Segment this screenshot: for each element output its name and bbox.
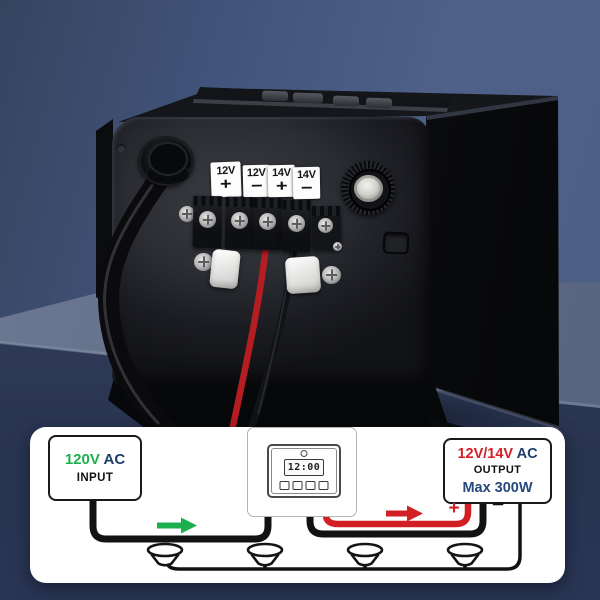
diagram-layer	[89, 493, 522, 571]
service-cutout	[382, 231, 410, 255]
clamp-screw	[194, 253, 213, 271]
input-box: 120V AC INPUT	[48, 435, 142, 501]
timer-button	[305, 481, 316, 490]
terminal-polarity-text: +	[220, 175, 233, 194]
input-voltage: 120V	[64, 450, 100, 468]
output-title: 12V/14V AC	[457, 445, 537, 463]
terminal-screw	[258, 212, 277, 231]
input-wire	[89, 493, 272, 543]
panel-screw	[117, 144, 126, 153]
terminal-label: 12V −	[242, 164, 271, 198]
timer-button	[292, 481, 303, 490]
clamp-screw	[322, 266, 341, 284]
output-voltage: 12V/14V	[457, 446, 514, 462]
wall-timer-icon: 12:00	[267, 444, 341, 498]
output-box: 12V/14V AC OUTPUT Max 300W	[443, 438, 552, 504]
minus-symbol: −	[491, 493, 505, 516]
terminal-polarity-text: +	[275, 177, 288, 195]
input-label: INPUT	[76, 471, 114, 484]
terminal-screw	[287, 214, 306, 233]
terminal-block	[224, 196, 255, 250]
timer-display: 12:00	[284, 459, 324, 476]
plus-symbol: +	[448, 498, 460, 519]
downlight-icon	[346, 542, 384, 567]
terminal-polarity-text: −	[300, 179, 313, 197]
terminal-block	[192, 195, 223, 249]
output-wire-red	[322, 494, 472, 528]
terminal-block	[281, 199, 312, 253]
terminal-screw	[318, 218, 333, 233]
cable-highlight	[103, 183, 161, 426]
input-ac: AC	[103, 450, 126, 468]
output-max: Max 300W	[462, 479, 533, 496]
timer-button	[279, 481, 290, 490]
output-ac: AC	[516, 446, 538, 462]
dc-red-wire	[229, 242, 270, 430]
cable-clamp-left	[209, 248, 241, 290]
fuse-cap	[354, 175, 383, 202]
terminal-polarity-text: −	[250, 177, 263, 195]
input-title: 120V AC	[65, 451, 125, 470]
downlight-icon	[246, 542, 284, 567]
timer-box: 12:00	[247, 427, 357, 517]
terminal-screw	[230, 211, 249, 230]
green-right-arrow-icon	[157, 517, 197, 534]
gland-cap	[148, 142, 188, 176]
terminal-label: 14V +	[267, 164, 296, 198]
timer-buttons	[279, 481, 329, 490]
timer-button	[318, 481, 329, 490]
red-right-arrow-icon	[386, 505, 423, 522]
terminal-label: 14V −	[292, 166, 321, 200]
end-screw-left	[179, 206, 195, 222]
cable-clamp-right	[284, 255, 322, 295]
terminal-screw	[198, 210, 217, 229]
output-wire-black	[306, 495, 487, 538]
terminal-label: 12V +	[210, 161, 242, 198]
downlight-icon	[146, 542, 184, 567]
terminal-block	[252, 197, 283, 251]
panel-screw	[333, 242, 342, 251]
timer-led	[300, 450, 308, 457]
timer-bezel	[271, 448, 337, 494]
output-label: OUTPUT	[473, 464, 522, 477]
ac-input-cable	[98, 167, 178, 441]
downlight-icon	[446, 542, 484, 567]
